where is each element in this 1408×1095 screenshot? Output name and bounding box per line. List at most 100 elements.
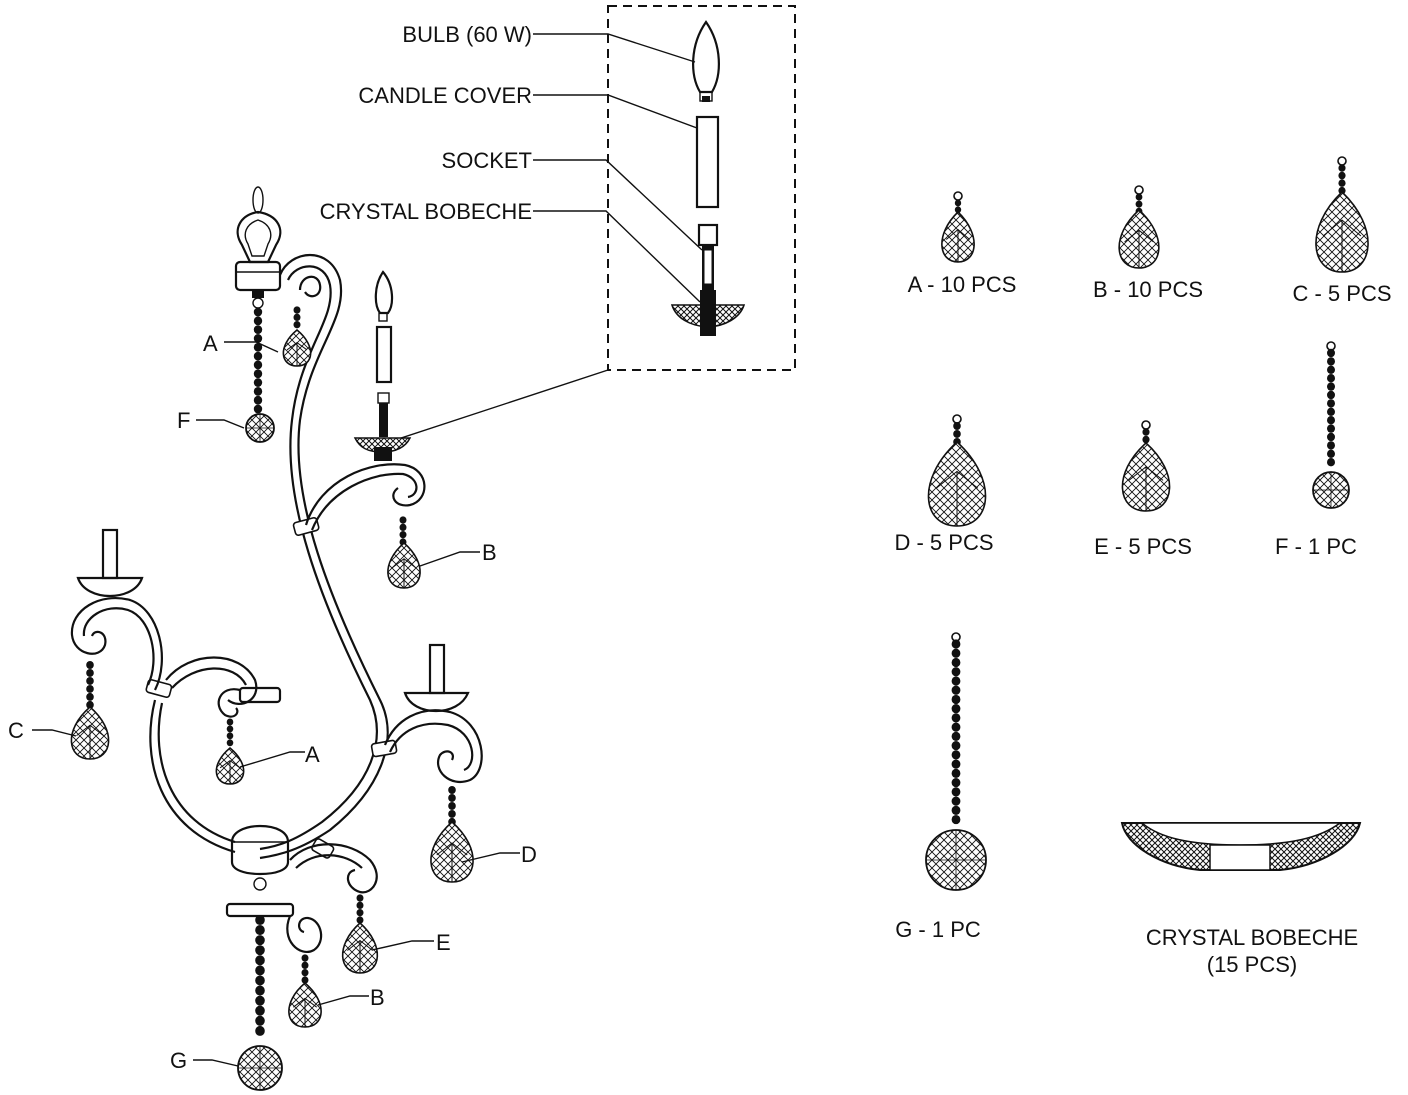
bead-chain — [226, 718, 234, 747]
teardrop-crystal — [282, 328, 312, 367]
hook-ring — [1337, 156, 1347, 166]
chain-bead — [951, 685, 961, 695]
ball-facets — [1313, 472, 1349, 508]
part-label-bobeche: CRYSTAL BOBECHE — [1146, 925, 1358, 950]
teardrop-crystal — [387, 541, 421, 589]
chains — [86, 306, 456, 1036]
chain-bead — [951, 657, 961, 668]
label-c: C — [8, 718, 24, 743]
ball-crystal — [237, 1045, 283, 1091]
chain-bead — [951, 676, 961, 686]
chain-bead — [951, 722, 961, 732]
chain-bead — [399, 523, 407, 532]
chain-bead — [1327, 441, 1335, 450]
bead-chain — [951, 639, 961, 825]
callout-candle-cover: CANDLE COVER — [358, 83, 532, 108]
ball-crystal — [925, 829, 987, 891]
callout-bulb: BULB (60 W) — [402, 22, 532, 47]
teardrop-crystal — [1315, 190, 1369, 273]
chain-bead — [293, 306, 301, 314]
chain-bead — [86, 700, 94, 709]
hook-ring — [952, 414, 962, 424]
chain-bead — [86, 692, 94, 701]
bead-chain — [1327, 348, 1335, 467]
chain-bead — [253, 360, 263, 370]
chain-bead — [951, 805, 961, 815]
chain-bead — [301, 969, 309, 977]
chain-bead — [399, 516, 407, 524]
hook-ring — [953, 191, 963, 201]
chandelier-crystals — [70, 328, 474, 1091]
hook-ring — [1134, 185, 1144, 195]
chain-bead — [1327, 407, 1335, 416]
chain-bead — [1338, 171, 1346, 180]
crystal-facet-lines — [1322, 219, 1362, 272]
label-e: E — [436, 930, 451, 955]
chain-bead — [253, 386, 263, 396]
chain-bead — [1327, 458, 1335, 467]
crystal-facet-lines — [1128, 466, 1164, 511]
chain-bead — [255, 914, 265, 926]
chain-bead — [301, 954, 309, 962]
chain-bead — [951, 639, 961, 649]
part-label-e: E - 5 PCS — [1094, 534, 1192, 559]
chain-bead — [1327, 357, 1335, 366]
crystal-facet-lines — [347, 939, 373, 973]
bead-chain — [301, 954, 309, 984]
label-a-mid: A — [305, 742, 320, 767]
chain-bead — [1327, 399, 1335, 408]
chain-bead — [255, 1015, 265, 1026]
chain-bead — [1327, 424, 1335, 433]
chain-bead — [226, 739, 234, 747]
chain-bead — [1135, 200, 1143, 208]
chain-bead — [951, 796, 961, 806]
chain-bead — [255, 925, 265, 936]
chain-bead — [1142, 435, 1150, 444]
chain-bead — [951, 814, 961, 825]
chain-bead — [448, 801, 456, 810]
bobeche-detail — [670, 290, 746, 336]
bead-chain — [293, 306, 301, 329]
ball-crystal — [1312, 471, 1350, 509]
part-label-bobeche-qty: (15 PCS) — [1207, 952, 1297, 977]
chain-bead — [356, 894, 364, 902]
chain-bead — [253, 342, 263, 352]
chain-bead — [399, 531, 407, 539]
chain-bead — [356, 909, 364, 917]
chain-bead — [253, 404, 263, 414]
bead-chain — [1338, 164, 1346, 195]
hook-ring — [1326, 341, 1336, 351]
label-d: D — [521, 842, 537, 867]
chain-bead — [255, 975, 265, 986]
parts-legend — [925, 156, 1369, 891]
ball-facets — [926, 830, 986, 890]
chain-bead — [953, 429, 961, 438]
chain-bead — [253, 325, 263, 335]
chain-bead — [951, 731, 961, 742]
callout-crystal-bobeche: CRYSTAL BOBECHE — [320, 199, 532, 224]
chain-bead — [255, 1025, 265, 1036]
crystal-facet-lines — [292, 997, 318, 1027]
crystal-facet-lines — [286, 341, 308, 366]
chain-bead — [1338, 186, 1346, 195]
label-b-top: B — [482, 540, 497, 565]
chain-bead — [951, 704, 961, 714]
part-label-b: B - 10 PCS — [1093, 277, 1203, 302]
label-f: F — [177, 408, 190, 433]
chain-bead — [951, 777, 961, 788]
teardrop-crystal — [1118, 208, 1160, 269]
bead-chain — [448, 786, 456, 826]
chain-bead — [1327, 449, 1335, 458]
chain-bead — [293, 321, 301, 329]
crystal-facet-lines — [1124, 229, 1154, 268]
ball-crystal — [245, 413, 275, 443]
teardrop-crystal — [70, 705, 110, 760]
chain-bead — [255, 985, 265, 996]
chain-bead — [226, 732, 234, 740]
chain-bead — [86, 661, 94, 669]
callout-socket: SOCKET — [442, 148, 532, 173]
chain-bead — [356, 901, 364, 910]
chain-bead — [86, 668, 94, 677]
label-a-top: A — [203, 331, 218, 356]
legend-bobeche — [1120, 822, 1362, 871]
